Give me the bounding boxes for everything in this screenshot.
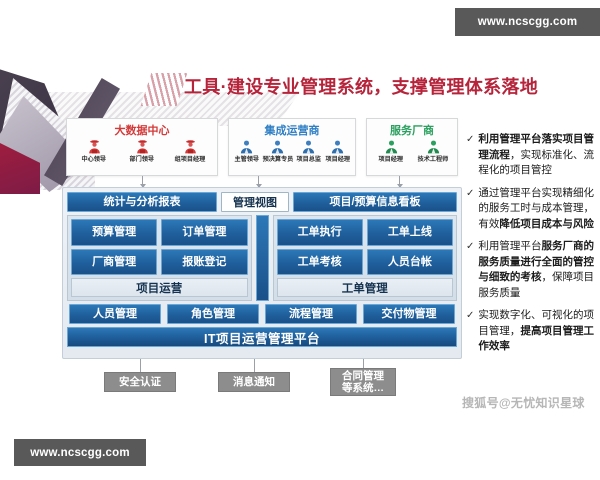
box-vendor-management[interactable]: 厂商管理: [71, 248, 158, 275]
group-work-order-management: 工单执行 工单上线 工单考核 人员台帐 工单管理: [272, 215, 457, 301]
person-entry: 项目经理: [324, 139, 351, 163]
connector-line-arrow: [255, 176, 262, 188]
business-person-icon: [240, 140, 252, 154]
person-label: 项目总监: [296, 156, 322, 163]
person-entry: 预决算专员: [262, 139, 294, 163]
support-box-contract-management[interactable]: 合同管理等系统…: [330, 368, 396, 396]
group-module-grid: 预算管理 订单管理 厂商管理 报账登记: [71, 219, 248, 275]
list-item: ✓ 通过管理平台实现精细化的服务工时与成本管理，有效降低项目成本与风险: [466, 186, 594, 233]
bullet-text-0: 利用管理平台落实项目管理流程，实现标准化、流程化的项目管控: [478, 133, 595, 176]
platform-title-bar: IT项目运营管理平台: [67, 327, 457, 347]
checkmark-icon: ✓: [466, 241, 475, 252]
box-statistics-analysis-report[interactable]: 统计与分析报表: [67, 192, 217, 212]
person-entry: 项目经理: [371, 139, 411, 163]
engineer-icon: [427, 140, 439, 154]
group-module-row: 预算管理 订单管理: [71, 219, 248, 246]
box-role-management[interactable]: 角色管理: [167, 304, 259, 324]
group-module-row: 工单考核 人员台帐: [276, 248, 453, 275]
business-person-icon: [303, 140, 315, 154]
box-personnel-management[interactable]: 人员管理: [69, 304, 161, 324]
group-module-row: 工单执行 工单上线: [276, 219, 453, 246]
bullet-text-2: 利用管理平台服务厂商的服务质量进行全面的管控与细致的考核，保障项目服务质量: [478, 240, 595, 299]
checkmark-icon: ✓: [466, 134, 475, 145]
box-expense-filing[interactable]: 报账登记: [161, 248, 248, 275]
support-box-message-notification[interactable]: 消息通知: [218, 372, 290, 392]
bullet-text-1: 通过管理平台实现精细化的服务工时与成本管理，有效降低项目成本与风险: [478, 186, 594, 230]
person-entry: 主管领导: [233, 139, 260, 163]
box-deliverable-management[interactable]: 交付物管理: [363, 304, 455, 324]
role-people-list: 中心领导 部门领导: [71, 139, 213, 163]
person-label: 预决算专员: [262, 156, 294, 163]
box-work-order-appraisal[interactable]: 工单考核: [276, 248, 363, 275]
key-benefits-list: ✓ 利用管理平台落实项目管理流程，实现标准化、流程化的项目管控 ✓ 通过管理平台…: [466, 132, 594, 362]
watermark-text: 搜狐号@无忧知识星球: [462, 396, 585, 410]
person-label: 组项目经理: [174, 156, 206, 163]
checkmark-icon: ✓: [466, 187, 475, 199]
police-officer-icon: [184, 140, 196, 154]
connector-line-arrow: [396, 176, 403, 188]
group-label-project-operations: 项目运营: [71, 278, 248, 297]
role-box-integration-operator: 集成运营商 主管领导 预决算专员: [228, 118, 356, 176]
list-item: ✓ 实现数字化、可视化的项目管理，提高项目管理工作效率: [466, 308, 594, 355]
brand-url-bottom-left: www.ncscgg.com: [14, 439, 146, 466]
role-people-list: 主管领导 预决算专员 项目总监: [233, 139, 351, 163]
police-officer-icon: [136, 140, 148, 154]
person-entry: 组项目经理: [167, 139, 213, 163]
connector-line-arrow: [139, 176, 146, 188]
person-label: 部门领导: [129, 156, 155, 163]
group-divider-bar: [255, 215, 269, 301]
box-budget-management[interactable]: 预算管理: [71, 219, 158, 246]
role-people-list: 项目经理 技术工程师: [371, 139, 453, 163]
support-connector-line: [140, 359, 141, 372]
support-connector-line: [363, 359, 364, 368]
brand-url-top-right: www.ncscgg.com: [455, 8, 600, 36]
platform-bottom-row: 人员管理 角色管理 流程管理 交付物管理: [67, 304, 457, 324]
role-box-big-data-center: 大数据中心 中心领导 部: [66, 118, 218, 176]
page-title: 工具·建设专业管理系统，支撑管理体系落地: [184, 77, 538, 97]
group-project-operations: 预算管理 订单管理 厂商管理 报账登记 项目运营: [67, 215, 252, 301]
box-order-management[interactable]: 订单管理: [161, 219, 248, 246]
platform-top-row: 统计与分析报表 管理视图 项目/预算信息看板: [67, 192, 457, 212]
business-person-icon: [272, 140, 284, 154]
box-personnel-ledger[interactable]: 人员台帐: [366, 248, 453, 275]
person-entry: 部门领导: [119, 139, 165, 163]
list-item: ✓ 利用管理平台服务厂商的服务质量进行全面的管控与细致的考核，保障项目服务质量: [466, 239, 594, 301]
person-entry: 项目总监: [296, 139, 323, 163]
role-box-service-vendor: 服务厂商 项目经理 技术工程师: [366, 118, 458, 176]
platform-module-groups: 预算管理 订单管理 厂商管理 报账登记 项目运营 工单执行 工单上线 工单考核: [67, 215, 457, 301]
support-box-security-auth[interactable]: 安全认证: [104, 372, 176, 392]
support-connector-line: [254, 359, 255, 372]
person-label: 项目经理: [378, 156, 404, 163]
box-work-order-golive[interactable]: 工单上线: [366, 219, 453, 246]
box-management-view[interactable]: 管理视图: [220, 192, 289, 212]
group-module-row: 厂商管理 报账登记: [71, 248, 248, 275]
person-entry: 中心领导: [71, 139, 117, 163]
box-project-budget-dashboard[interactable]: 项目/预算信息看板: [292, 192, 457, 212]
list-item: ✓ 利用管理平台落实项目管理流程，实现标准化、流程化的项目管控: [466, 132, 594, 179]
police-officer-icon: [88, 140, 100, 154]
role-title: 大数据中心: [114, 125, 170, 137]
person-label: 技术工程师: [417, 156, 449, 163]
group-label-work-order-management: 工单管理: [276, 278, 453, 297]
group-module-grid: 工单执行 工单上线 工单考核 人员台帐: [276, 219, 453, 275]
person-label: 中心领导: [81, 156, 107, 163]
role-title: 集成运营商: [264, 125, 320, 137]
stakeholder-role-boxes: 大数据中心 中心领导 部: [66, 118, 458, 176]
person-label: 项目经理: [325, 156, 350, 163]
person-label: 主管领导: [234, 156, 259, 163]
role-title: 服务厂商: [390, 125, 434, 137]
engineer-icon: [385, 140, 397, 154]
box-work-order-execution[interactable]: 工单执行: [276, 219, 363, 246]
bullet-text-3: 实现数字化、可视化的项目管理，提高项目管理工作效率: [478, 309, 595, 352]
person-entry: 技术工程师: [413, 139, 453, 163]
checkmark-icon: ✓: [466, 310, 475, 321]
box-process-management[interactable]: 流程管理: [265, 304, 357, 324]
platform-architecture-diagram: 统计与分析报表 管理视图 项目/预算信息看板 预算管理 订单管理 厂商管理 报账…: [62, 187, 462, 359]
business-person-icon: [332, 140, 344, 154]
